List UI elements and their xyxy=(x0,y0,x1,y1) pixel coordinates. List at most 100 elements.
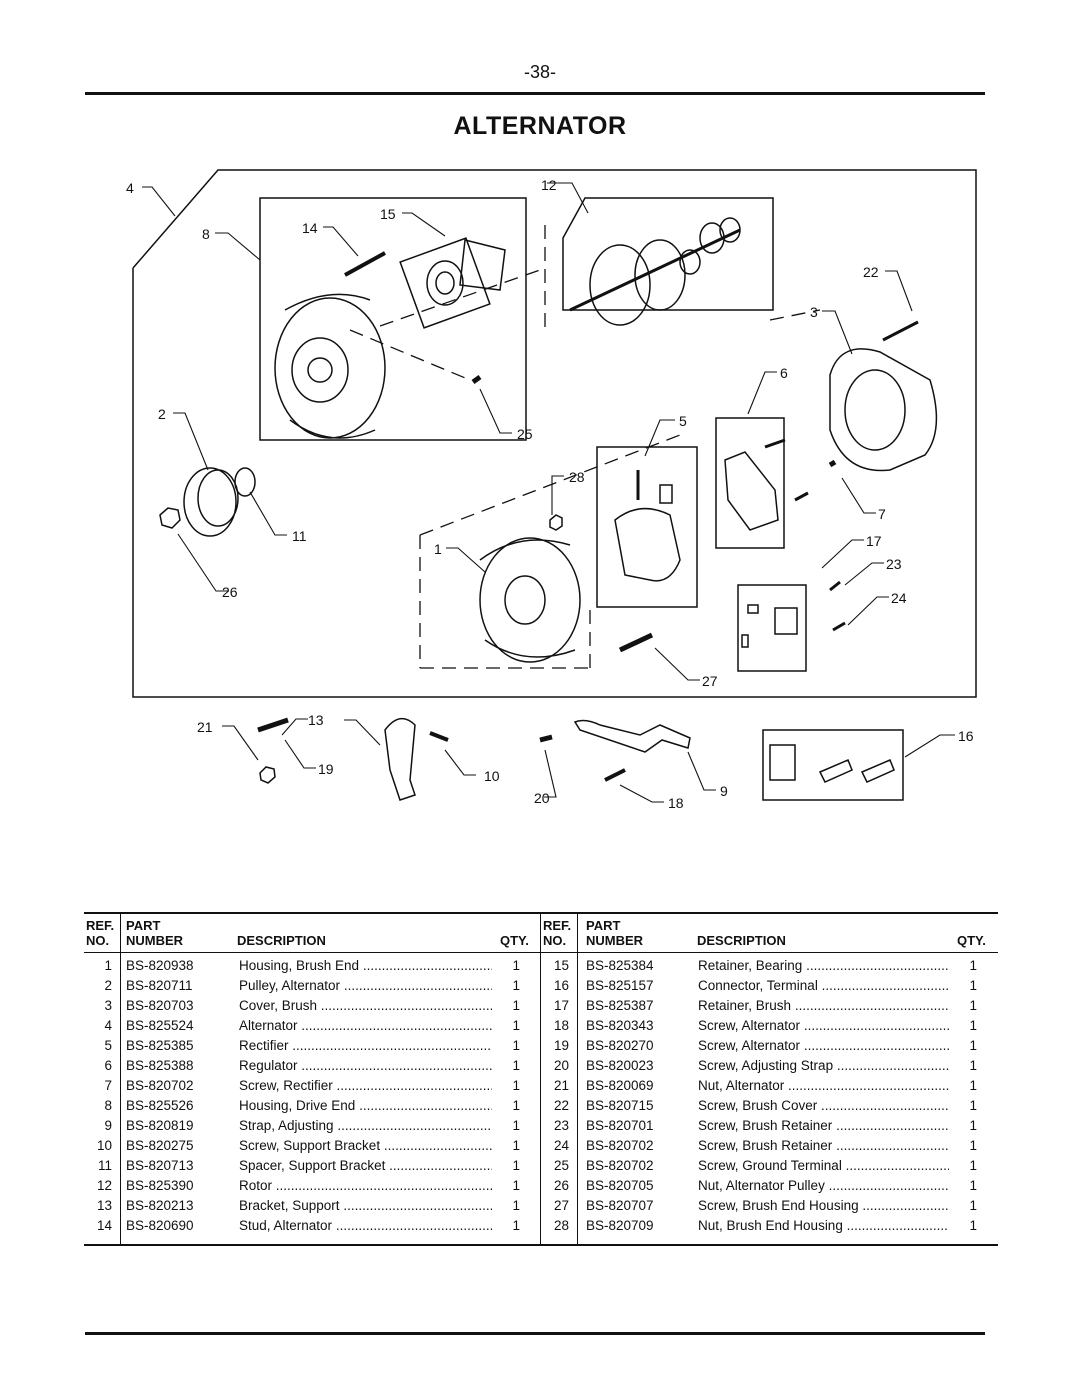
callout-18: 18 xyxy=(668,795,684,811)
callout-16: 16 xyxy=(958,728,974,744)
part-description: Stud, Alternator .......................… xyxy=(239,1218,492,1233)
quantity: 1 xyxy=(969,998,977,1013)
callout-8: 8 xyxy=(202,226,210,242)
callout-6: 6 xyxy=(780,365,788,381)
part-description: Screw, Alternator ......................… xyxy=(698,1038,949,1053)
part-number: BS-825385 xyxy=(126,1038,194,1053)
callout-9: 9 xyxy=(720,783,728,799)
part-description: Alternator .............................… xyxy=(239,1018,492,1033)
callout-7: 7 xyxy=(878,506,886,522)
ref-number: 10 xyxy=(96,1138,112,1153)
part-description: Strap, Adjusting .......................… xyxy=(239,1118,492,1133)
ref-number: 26 xyxy=(553,1178,569,1193)
part-description: Cover, Brush ...........................… xyxy=(239,998,492,1013)
brush-end-housing-drawing xyxy=(479,537,581,663)
quantity: 1 xyxy=(969,1018,977,1033)
ref-number: 25 xyxy=(553,1158,569,1173)
col-qty-header: QTY. xyxy=(957,933,986,948)
part-description: Nut, Alternator ........................… xyxy=(698,1078,949,1093)
quantity: 1 xyxy=(969,1218,977,1233)
ref-number: 9 xyxy=(104,1118,112,1133)
callout-20: 20 xyxy=(534,790,550,806)
ref-number: 14 xyxy=(96,1218,112,1233)
ref-number: 28 xyxy=(553,1218,569,1233)
callout-23: 23 xyxy=(886,556,902,572)
callout-27: 27 xyxy=(702,673,718,689)
quantity: 1 xyxy=(969,1158,977,1173)
callout-10: 10 xyxy=(484,768,500,784)
ref-number: 24 xyxy=(553,1138,569,1153)
part-number: BS-825388 xyxy=(126,1058,194,1073)
quantity: 1 xyxy=(969,1198,977,1213)
ref-number: 17 xyxy=(553,998,569,1013)
quantity: 1 xyxy=(512,998,520,1013)
part-number: BS-820702 xyxy=(126,1078,194,1093)
part-number: BS-820715 xyxy=(586,1098,654,1113)
rotor-drawing xyxy=(569,217,741,326)
callout-13: 13 xyxy=(308,712,324,728)
part-description: Nut, Brush End Housing .................… xyxy=(698,1218,949,1233)
part-number: BS-820275 xyxy=(126,1138,194,1153)
ref-number: 12 xyxy=(96,1178,112,1193)
bottom-rule xyxy=(85,1332,985,1335)
quantity: 1 xyxy=(969,978,977,993)
quantity: 1 xyxy=(512,1198,520,1213)
part-number: BS-825526 xyxy=(126,1098,194,1113)
ref-number: 6 xyxy=(104,1058,112,1073)
part-description: Screw, Ground Terminal .................… xyxy=(698,1158,949,1173)
ref-number: 22 xyxy=(553,1098,569,1113)
callout-25: 25 xyxy=(517,426,533,442)
part-number: BS-820023 xyxy=(586,1058,654,1073)
part-description: Screw, Brush Retainer ..................… xyxy=(698,1118,949,1133)
part-description: Screw, Adjusting Strap .................… xyxy=(698,1058,949,1073)
quantity: 1 xyxy=(512,1018,520,1033)
quantity: 1 xyxy=(512,1178,520,1193)
drive-end-housing-drawing xyxy=(274,293,386,439)
regulator-box xyxy=(715,417,785,549)
assembly-frame xyxy=(132,169,977,698)
callout-17: 17 xyxy=(866,533,882,549)
quantity: 1 xyxy=(969,1138,977,1153)
quantity: 1 xyxy=(969,1178,977,1193)
part-description: Connector, Terminal ....................… xyxy=(698,978,949,993)
ref-number: 23 xyxy=(553,1118,569,1133)
part-description: Housing, Brush End .....................… xyxy=(239,958,492,973)
callout-12: 12 xyxy=(541,177,557,193)
part-description: Housing, Drive End .....................… xyxy=(239,1098,492,1113)
part-number: BS-820702 xyxy=(586,1138,654,1153)
ref-number: 3 xyxy=(104,998,112,1013)
callout-24: 24 xyxy=(891,590,907,606)
callout-11: 11 xyxy=(292,528,307,544)
callout-2: 2 xyxy=(158,406,166,422)
callout-15: 15 xyxy=(380,206,396,222)
quantity: 1 xyxy=(969,958,977,973)
part-description: Nut, Alternator Pulley .................… xyxy=(698,1178,949,1193)
quantity: 1 xyxy=(512,1218,520,1233)
callout-21: 21 xyxy=(197,719,213,735)
quantity: 1 xyxy=(512,1158,520,1173)
regulator-drawing xyxy=(724,438,809,531)
callout-19: 19 xyxy=(318,761,334,777)
quantity: 1 xyxy=(512,1118,520,1133)
col-ref-header: REF.NO. xyxy=(543,918,572,948)
part-number: BS-820270 xyxy=(586,1038,654,1053)
